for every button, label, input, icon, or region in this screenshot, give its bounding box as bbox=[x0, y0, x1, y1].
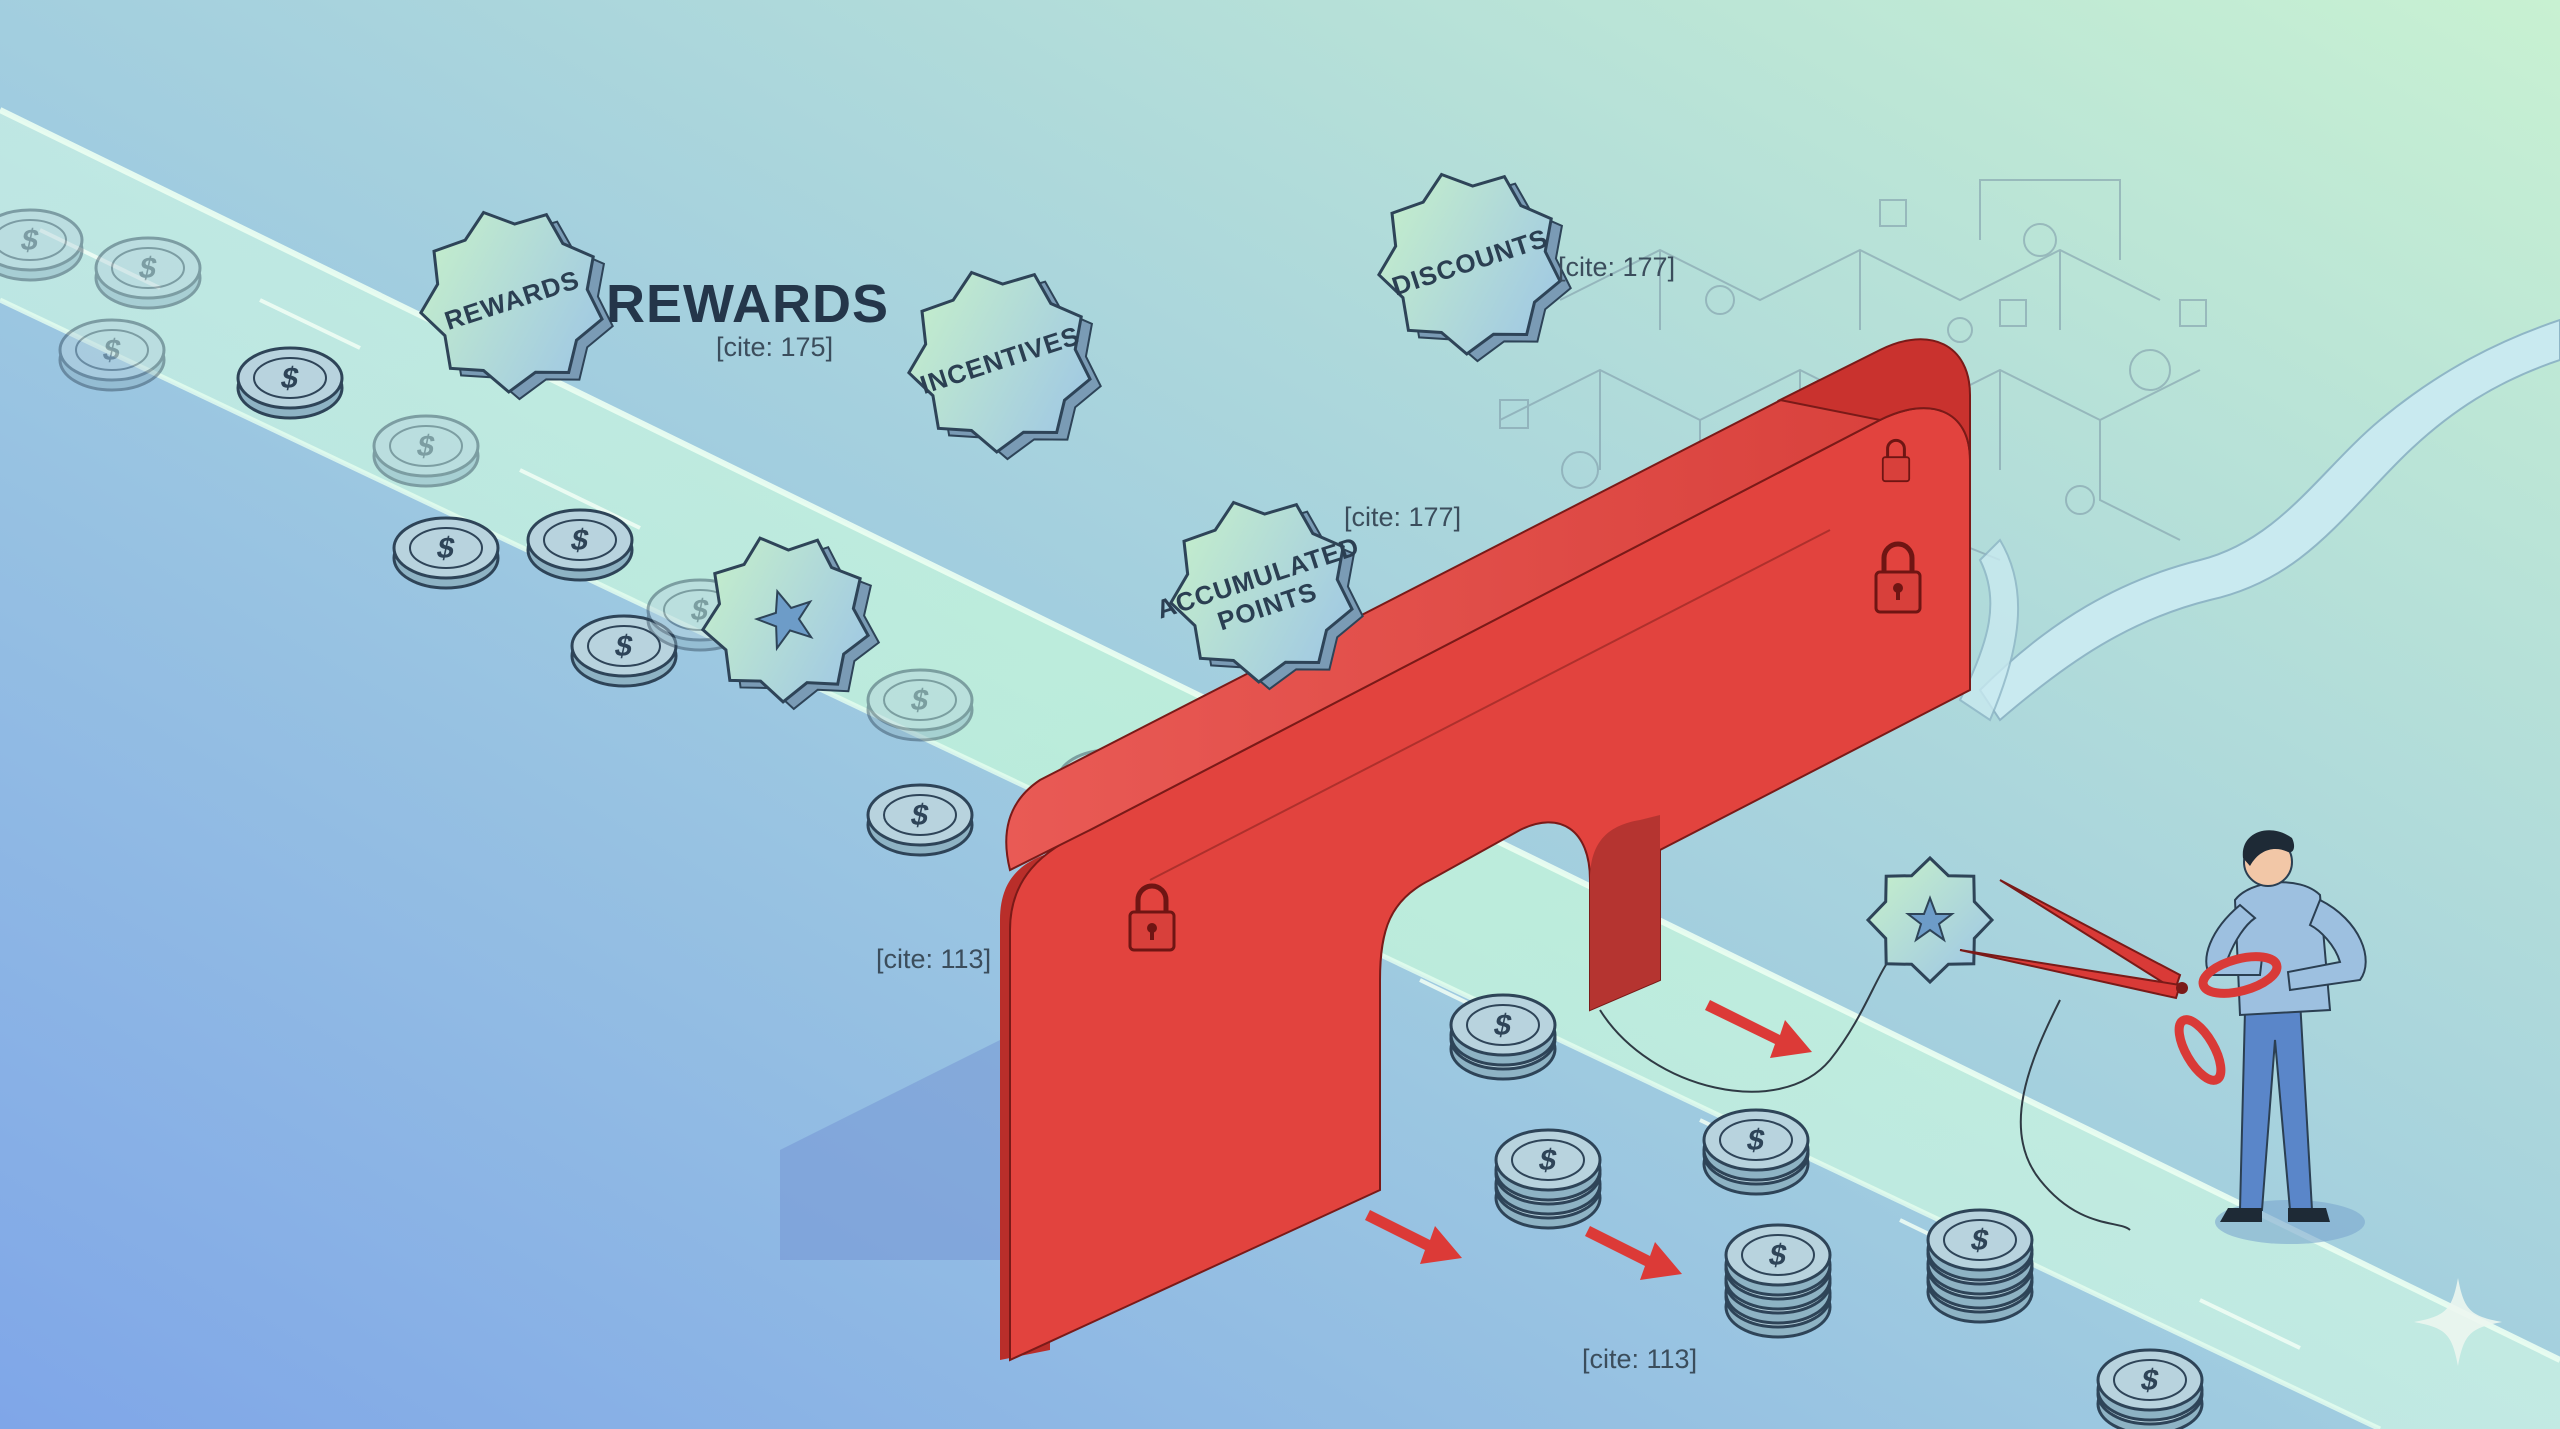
badges: REWARDS INCENTIVES DISCOUNTSACCUMULATEDPOI… bbox=[418, 172, 1572, 711]
rewards-heading: REWARDS bbox=[606, 274, 889, 334]
thread-loose bbox=[2019, 999, 2131, 1231]
dollar-coin-icon: $ bbox=[94, 236, 202, 310]
svg-text:$: $ bbox=[100, 334, 124, 367]
river-lower bbox=[1958, 538, 2020, 722]
dollar-coin-icon: $ bbox=[392, 516, 500, 590]
cite-barrier-left: [cite: 113] bbox=[876, 944, 991, 974]
dollar-coin-icon: $ bbox=[1494, 1128, 1602, 1230]
dollar-coin-icon: $ bbox=[0, 208, 84, 282]
svg-text:$: $ bbox=[1491, 1009, 1515, 1042]
star-badge-icon bbox=[700, 536, 881, 711]
red-barrier bbox=[1000, 338, 1971, 1362]
svg-text:$: $ bbox=[1536, 1144, 1560, 1177]
person bbox=[1959, 830, 2367, 1244]
svg-text:$: $ bbox=[2138, 1364, 2162, 1397]
padlock-icon bbox=[1874, 541, 1922, 614]
svg-text:$: $ bbox=[1766, 1239, 1790, 1272]
badge-rewards: REWARDS bbox=[418, 210, 614, 401]
barrier-cap bbox=[1776, 338, 1971, 461]
dollar-coin-icon: $ bbox=[2096, 1348, 2204, 1429]
scissors-icon bbox=[1959, 879, 2282, 1085]
coins-foreground: $ $ $ $ $ $ bbox=[1449, 993, 2204, 1429]
river bbox=[1978, 318, 2560, 722]
svg-text:$: $ bbox=[1968, 1224, 1992, 1257]
star-badge-icon bbox=[1865, 855, 1995, 985]
badge-incentives: INCENTIVES bbox=[906, 270, 1102, 461]
red-arrow-icon bbox=[1365, 1210, 1462, 1264]
svg-text:$: $ bbox=[908, 684, 932, 717]
cite-discounts: [cite: 177] bbox=[1558, 252, 1675, 282]
cite-points: [cite: 177] bbox=[1344, 502, 1461, 532]
badge-discounts: DISCOUNTS bbox=[1376, 172, 1572, 363]
svg-text:$: $ bbox=[1744, 1124, 1768, 1157]
red-arrow-icon bbox=[1705, 1000, 1812, 1058]
red-arrow-icon bbox=[1585, 1226, 1682, 1280]
svg-text:$: $ bbox=[136, 252, 160, 285]
svg-text:$: $ bbox=[688, 594, 712, 627]
dollar-coin-icon: $ bbox=[58, 318, 166, 392]
barrier-shadow bbox=[780, 1040, 1000, 1260]
svg-text:$: $ bbox=[612, 630, 636, 663]
padlock-icon bbox=[1128, 883, 1176, 952]
thread bbox=[1599, 949, 1901, 1093]
svg-text:$: $ bbox=[908, 799, 932, 832]
dollar-coin-icon: $ bbox=[866, 783, 974, 857]
padlock-icon bbox=[1881, 438, 1911, 483]
dollar-coin-icon: $ bbox=[372, 414, 480, 488]
svg-text:$: $ bbox=[18, 224, 42, 257]
barrier-ridge bbox=[1149, 529, 1831, 881]
svg-text:$: $ bbox=[278, 362, 302, 395]
dollar-coin-icon: $ bbox=[570, 614, 678, 688]
cite-rewards: [cite: 175] bbox=[716, 332, 833, 362]
cite-bottom: [cite: 113] bbox=[1582, 1344, 1697, 1374]
barrier-top bbox=[1005, 378, 1882, 872]
svg-text:$: $ bbox=[434, 532, 458, 565]
dollar-coin-icon: $ bbox=[1724, 1223, 1832, 1339]
svg-text:$: $ bbox=[414, 430, 438, 463]
sparkle-icon bbox=[2414, 1278, 2502, 1366]
dollar-coin-icon: $ bbox=[1702, 1108, 1810, 1196]
dollar-coin-icon: $ bbox=[526, 508, 634, 582]
dollar-coin-icon: $ bbox=[1449, 993, 1557, 1081]
dollar-coin-icon: $ bbox=[866, 668, 974, 742]
svg-text:$: $ bbox=[568, 524, 592, 557]
dollar-coin-icon: $ bbox=[1926, 1208, 2034, 1324]
dollar-coin-icon: $ bbox=[236, 346, 344, 420]
barrier-inner bbox=[1590, 815, 1660, 1010]
